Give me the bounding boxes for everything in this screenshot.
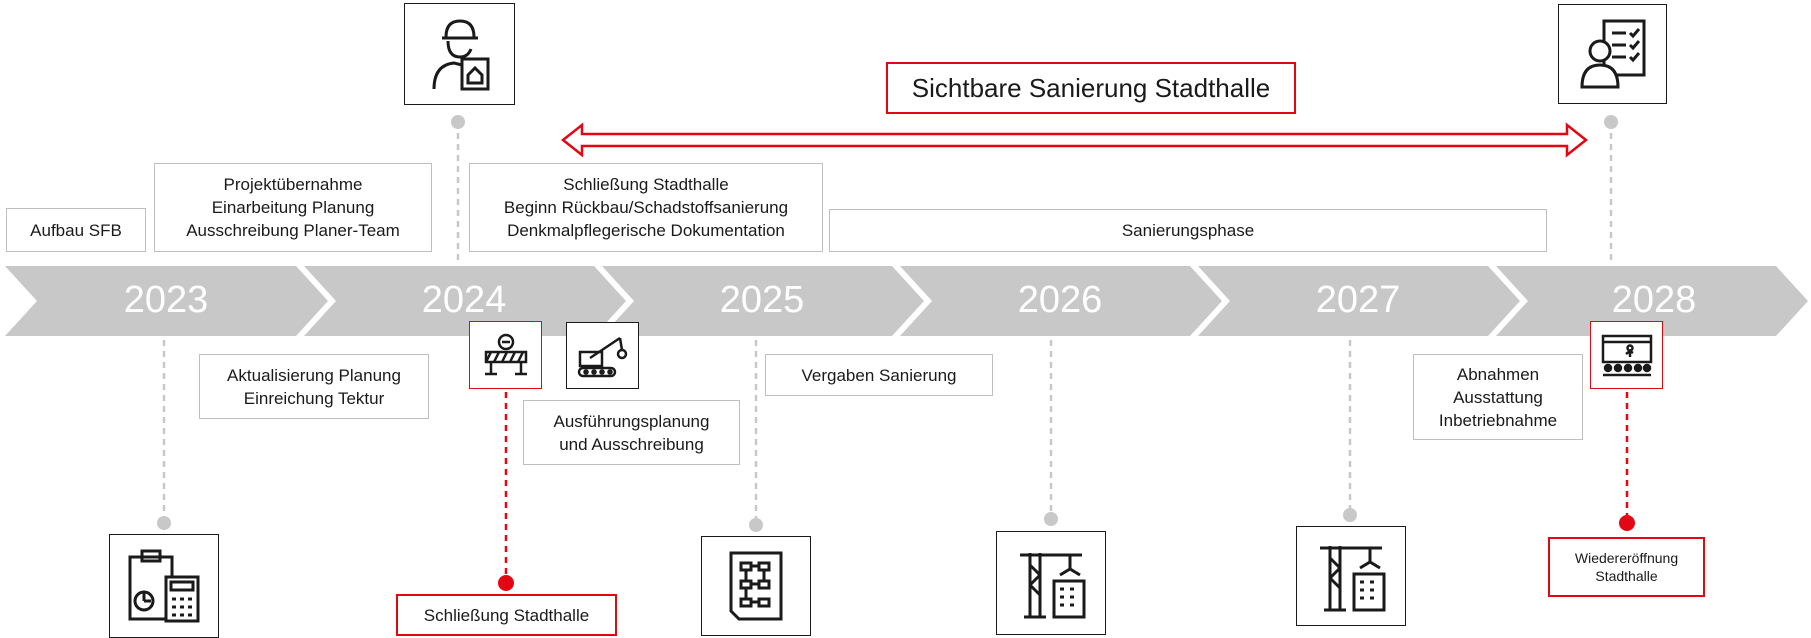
- dot-wiedereroeffnung: [1619, 515, 1635, 531]
- box-aufbau-sfb: Aufbau SFB: [6, 208, 146, 252]
- flowchart-document-icon: [701, 536, 811, 636]
- box-sanierungsphase: Sanierungsphase: [829, 209, 1547, 252]
- year-2023: 2023: [123, 279, 209, 321]
- chevron-2025: [602, 266, 924, 336]
- chevron-2028: [1496, 266, 1808, 336]
- box-abnahmen: Abnahmen Ausstattung Inbetriebnahme: [1413, 354, 1583, 440]
- crane-building-icon-2027: [1296, 526, 1406, 626]
- year-2025: 2025: [719, 279, 805, 321]
- box-projektuebernahme: Projektübernahme Einarbeitung Planung Au…: [154, 163, 432, 252]
- dot-schliessung: [498, 575, 514, 591]
- milestone-wiedereroeffnung: Wiedereröffnung Stadthalle: [1548, 537, 1705, 597]
- year-2028: 2028: [1611, 279, 1697, 321]
- road-barrier-icon: [469, 321, 542, 389]
- year-2027: 2027: [1315, 279, 1401, 321]
- box-schliessung-beginn: Schließung Stadthalle Beginn Rückbau/Sch…: [469, 163, 823, 252]
- chevron-2026: [900, 266, 1222, 336]
- chevron-2023: [5, 266, 328, 336]
- dot-2027-bottom: [1343, 508, 1357, 522]
- excavator-icon: [566, 322, 639, 389]
- box-ausfuehrungsplanung: Ausführungsplanung und Ausschreibung: [523, 400, 740, 465]
- checklist-person-icon: [1558, 4, 1667, 104]
- crane-building-icon: [996, 531, 1106, 635]
- dot-2028-top: [1604, 115, 1618, 129]
- dot-2024-top: [451, 115, 465, 129]
- milestone-schliessung: Schließung Stadthalle: [396, 594, 617, 636]
- chevron-2024: [304, 266, 626, 336]
- dot-2023-bottom: [157, 516, 171, 530]
- year-2026: 2026: [1017, 279, 1103, 321]
- construction-worker-icon: [404, 3, 515, 105]
- planning-calculator-icon: [109, 534, 219, 638]
- chevron-2027: [1198, 266, 1520, 336]
- stage-audience-icon: [1590, 321, 1663, 389]
- year-2024: 2024: [421, 279, 507, 321]
- dot-2025-bottom: [749, 518, 763, 532]
- dot-2026-bottom: [1044, 512, 1058, 526]
- phase-bar-label: Sichtbare Sanierung Stadthalle: [886, 62, 1296, 114]
- box-aktualisierung: Aktualisierung Planung Einreichung Tektu…: [199, 354, 429, 419]
- phase-double-arrow: [560, 122, 1589, 158]
- box-vergaben: Vergaben Sanierung: [765, 354, 993, 396]
